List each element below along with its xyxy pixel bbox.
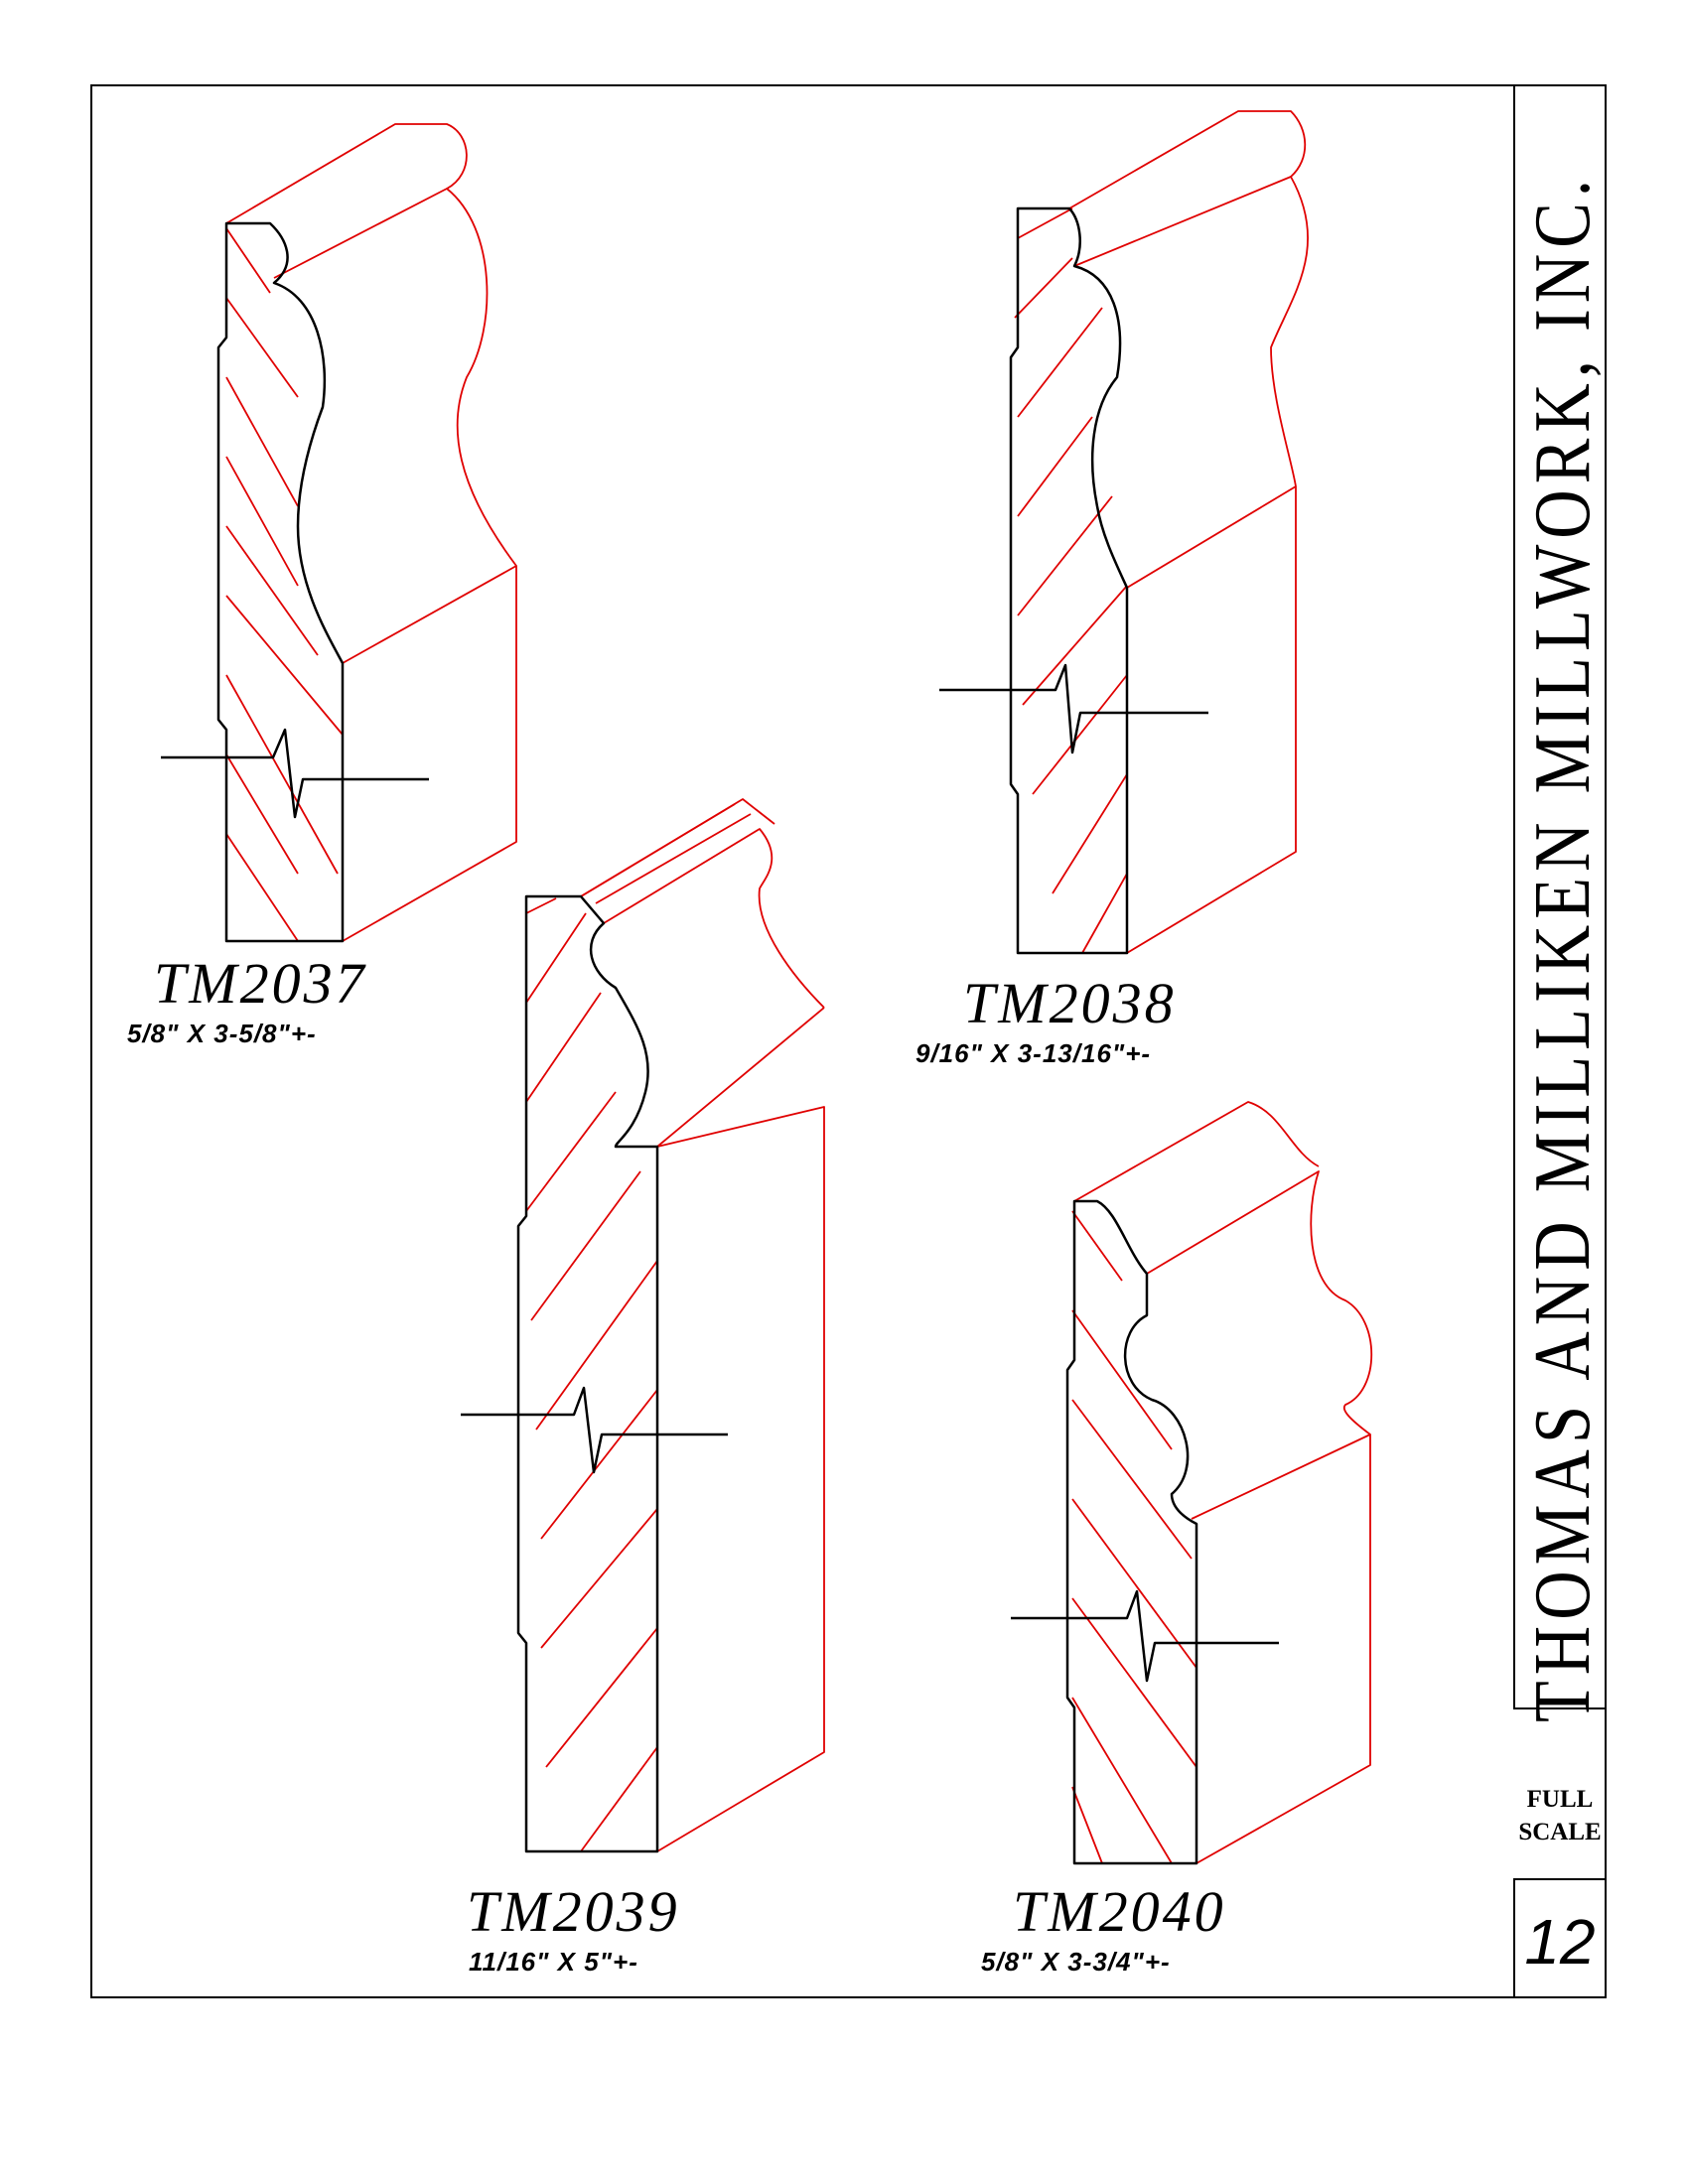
section-outline-tm2039 (516, 894, 659, 1853)
company-name: THOMAS AND MILLIKEN MILLWORK, INC. (1519, 174, 1607, 1722)
section-outline-tm2040 (1065, 1199, 1198, 1865)
break-line-tm2037 (161, 728, 429, 819)
scale-label-line1: FULL (1527, 1786, 1594, 1813)
break-line-tm2038 (939, 663, 1208, 754)
profile-tm2040 (1011, 1101, 1372, 1865)
label-tm2039: TM2039 (467, 1879, 680, 1944)
outer-border (90, 84, 1607, 1998)
profile-tm2037 (161, 123, 517, 943)
scale-label-line2: SCALE (1518, 1819, 1601, 1845)
page-number-box (1513, 1878, 1607, 1998)
dims-tm2038: 9/16" X 3-13/16"+- (915, 1038, 1151, 1068)
profile-tm2039 (461, 798, 825, 1853)
profile-tm2038 (939, 110, 1309, 955)
dims-tm2040: 5/8" X 3-3/4"+- (981, 1947, 1171, 1977)
extrusion-tm2038 (1014, 110, 1309, 954)
break-line-tm2039 (461, 1386, 728, 1474)
label-tm2037: TM2037 (154, 951, 367, 1016)
label-tm2038: TM2038 (963, 971, 1177, 1035)
dims-tm2037: 5/8" X 3-5/8"+- (127, 1019, 317, 1048)
break-line-tm2040 (1011, 1589, 1279, 1683)
section-outline-tm2037 (216, 221, 345, 943)
extrusion-tm2039 (525, 798, 825, 1852)
section-outline-tm2038 (1009, 206, 1129, 955)
page-number: 12 (1524, 1906, 1595, 1978)
extrusion-tm2037 (225, 123, 517, 942)
extrusion-tm2040 (1071, 1101, 1372, 1864)
title-block-box (1513, 84, 1607, 1709)
dims-tm2039: 11/16" X 5"+- (469, 1947, 638, 1977)
label-tm2040: TM2040 (1013, 1879, 1226, 1944)
